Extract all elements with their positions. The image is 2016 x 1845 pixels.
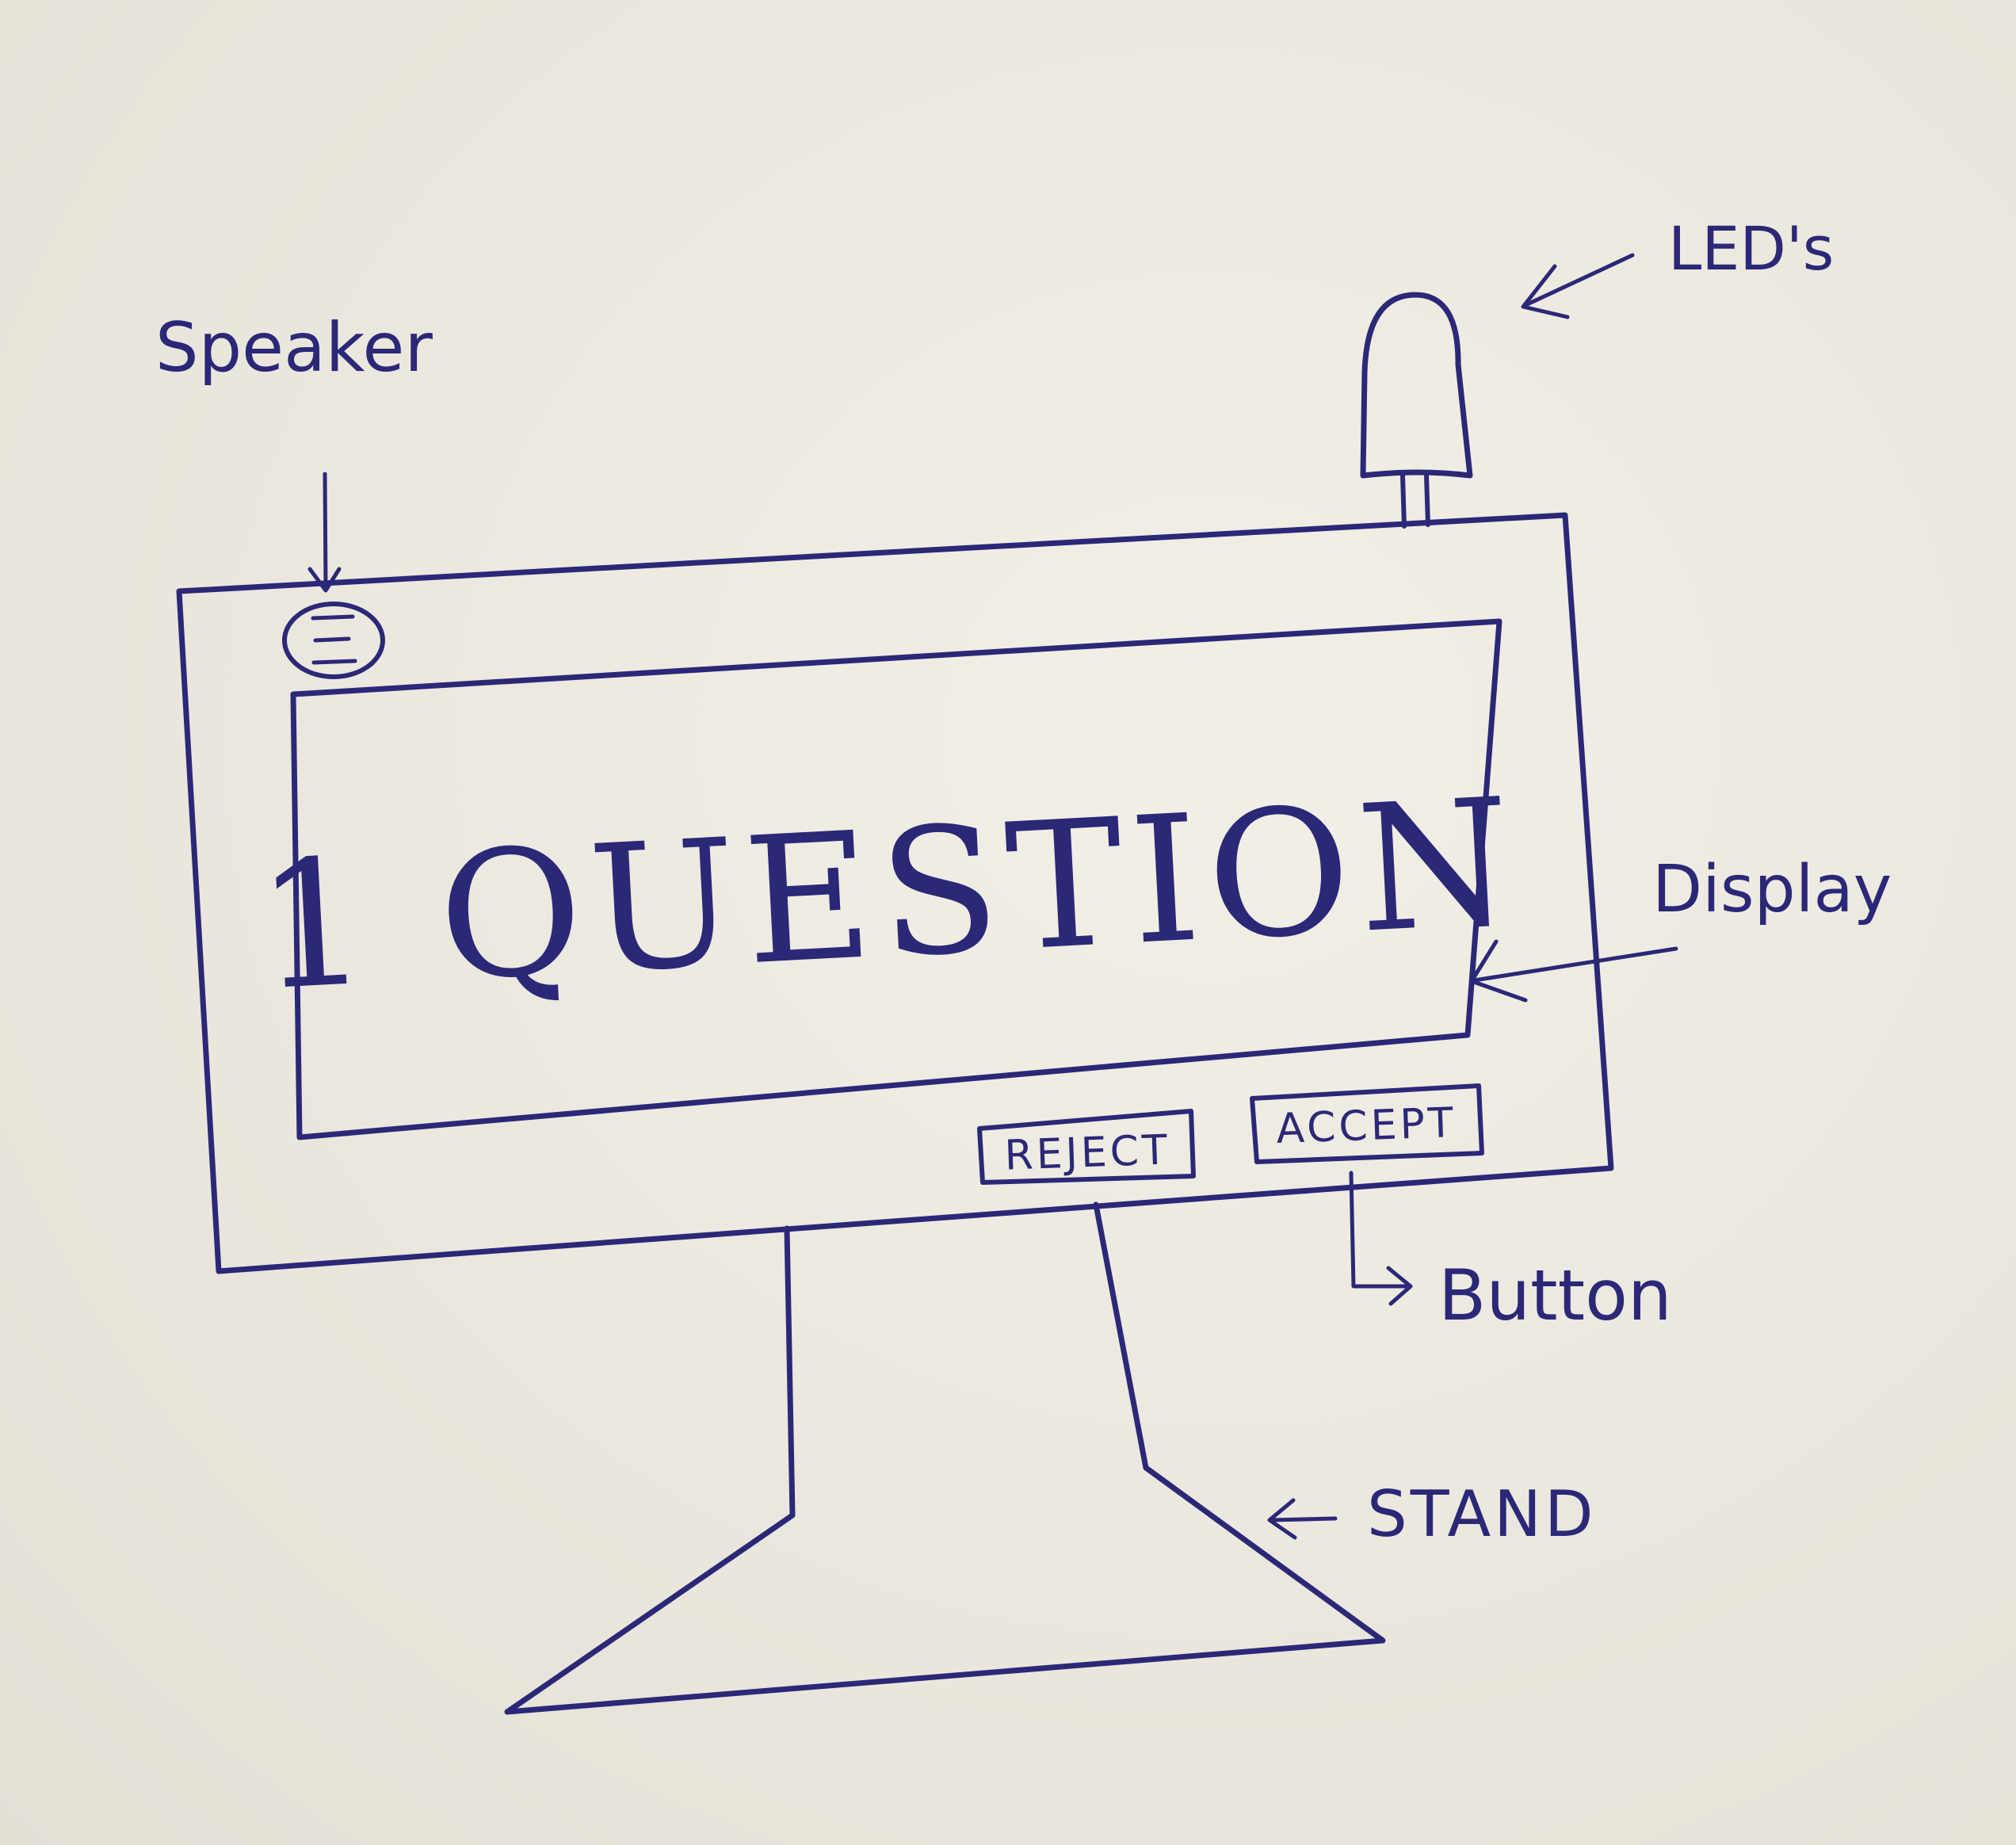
speaker-arrow bbox=[307, 472, 342, 593]
speaker-label: Speaker bbox=[155, 308, 433, 388]
button-label: Button bbox=[1438, 1255, 1672, 1336]
screen-question-text: 1 QUESTION bbox=[252, 760, 1524, 1029]
speaker-icon bbox=[282, 602, 385, 679]
button-arrow bbox=[1349, 1171, 1413, 1306]
stand-label: STAND bbox=[1367, 1477, 1597, 1551]
reject-button-label: REJECT bbox=[1004, 1126, 1171, 1179]
stand-arrow bbox=[1267, 1498, 1338, 1540]
accept-button-label: ACCEPT bbox=[1275, 1099, 1457, 1153]
monitor-frame bbox=[176, 512, 1614, 1274]
stand bbox=[504, 1201, 1386, 1715]
led-icon bbox=[1360, 292, 1473, 529]
reject-button[interactable]: REJECT bbox=[977, 1109, 1196, 1185]
accept-button[interactable]: ACCEPT bbox=[1250, 1083, 1484, 1164]
display-label: Display bbox=[1652, 852, 1892, 927]
leds-arrow bbox=[1521, 253, 1635, 319]
leds-label: LED's bbox=[1668, 213, 1834, 284]
display-arrow bbox=[1469, 939, 1678, 1003]
display-screen bbox=[290, 618, 1502, 1140]
